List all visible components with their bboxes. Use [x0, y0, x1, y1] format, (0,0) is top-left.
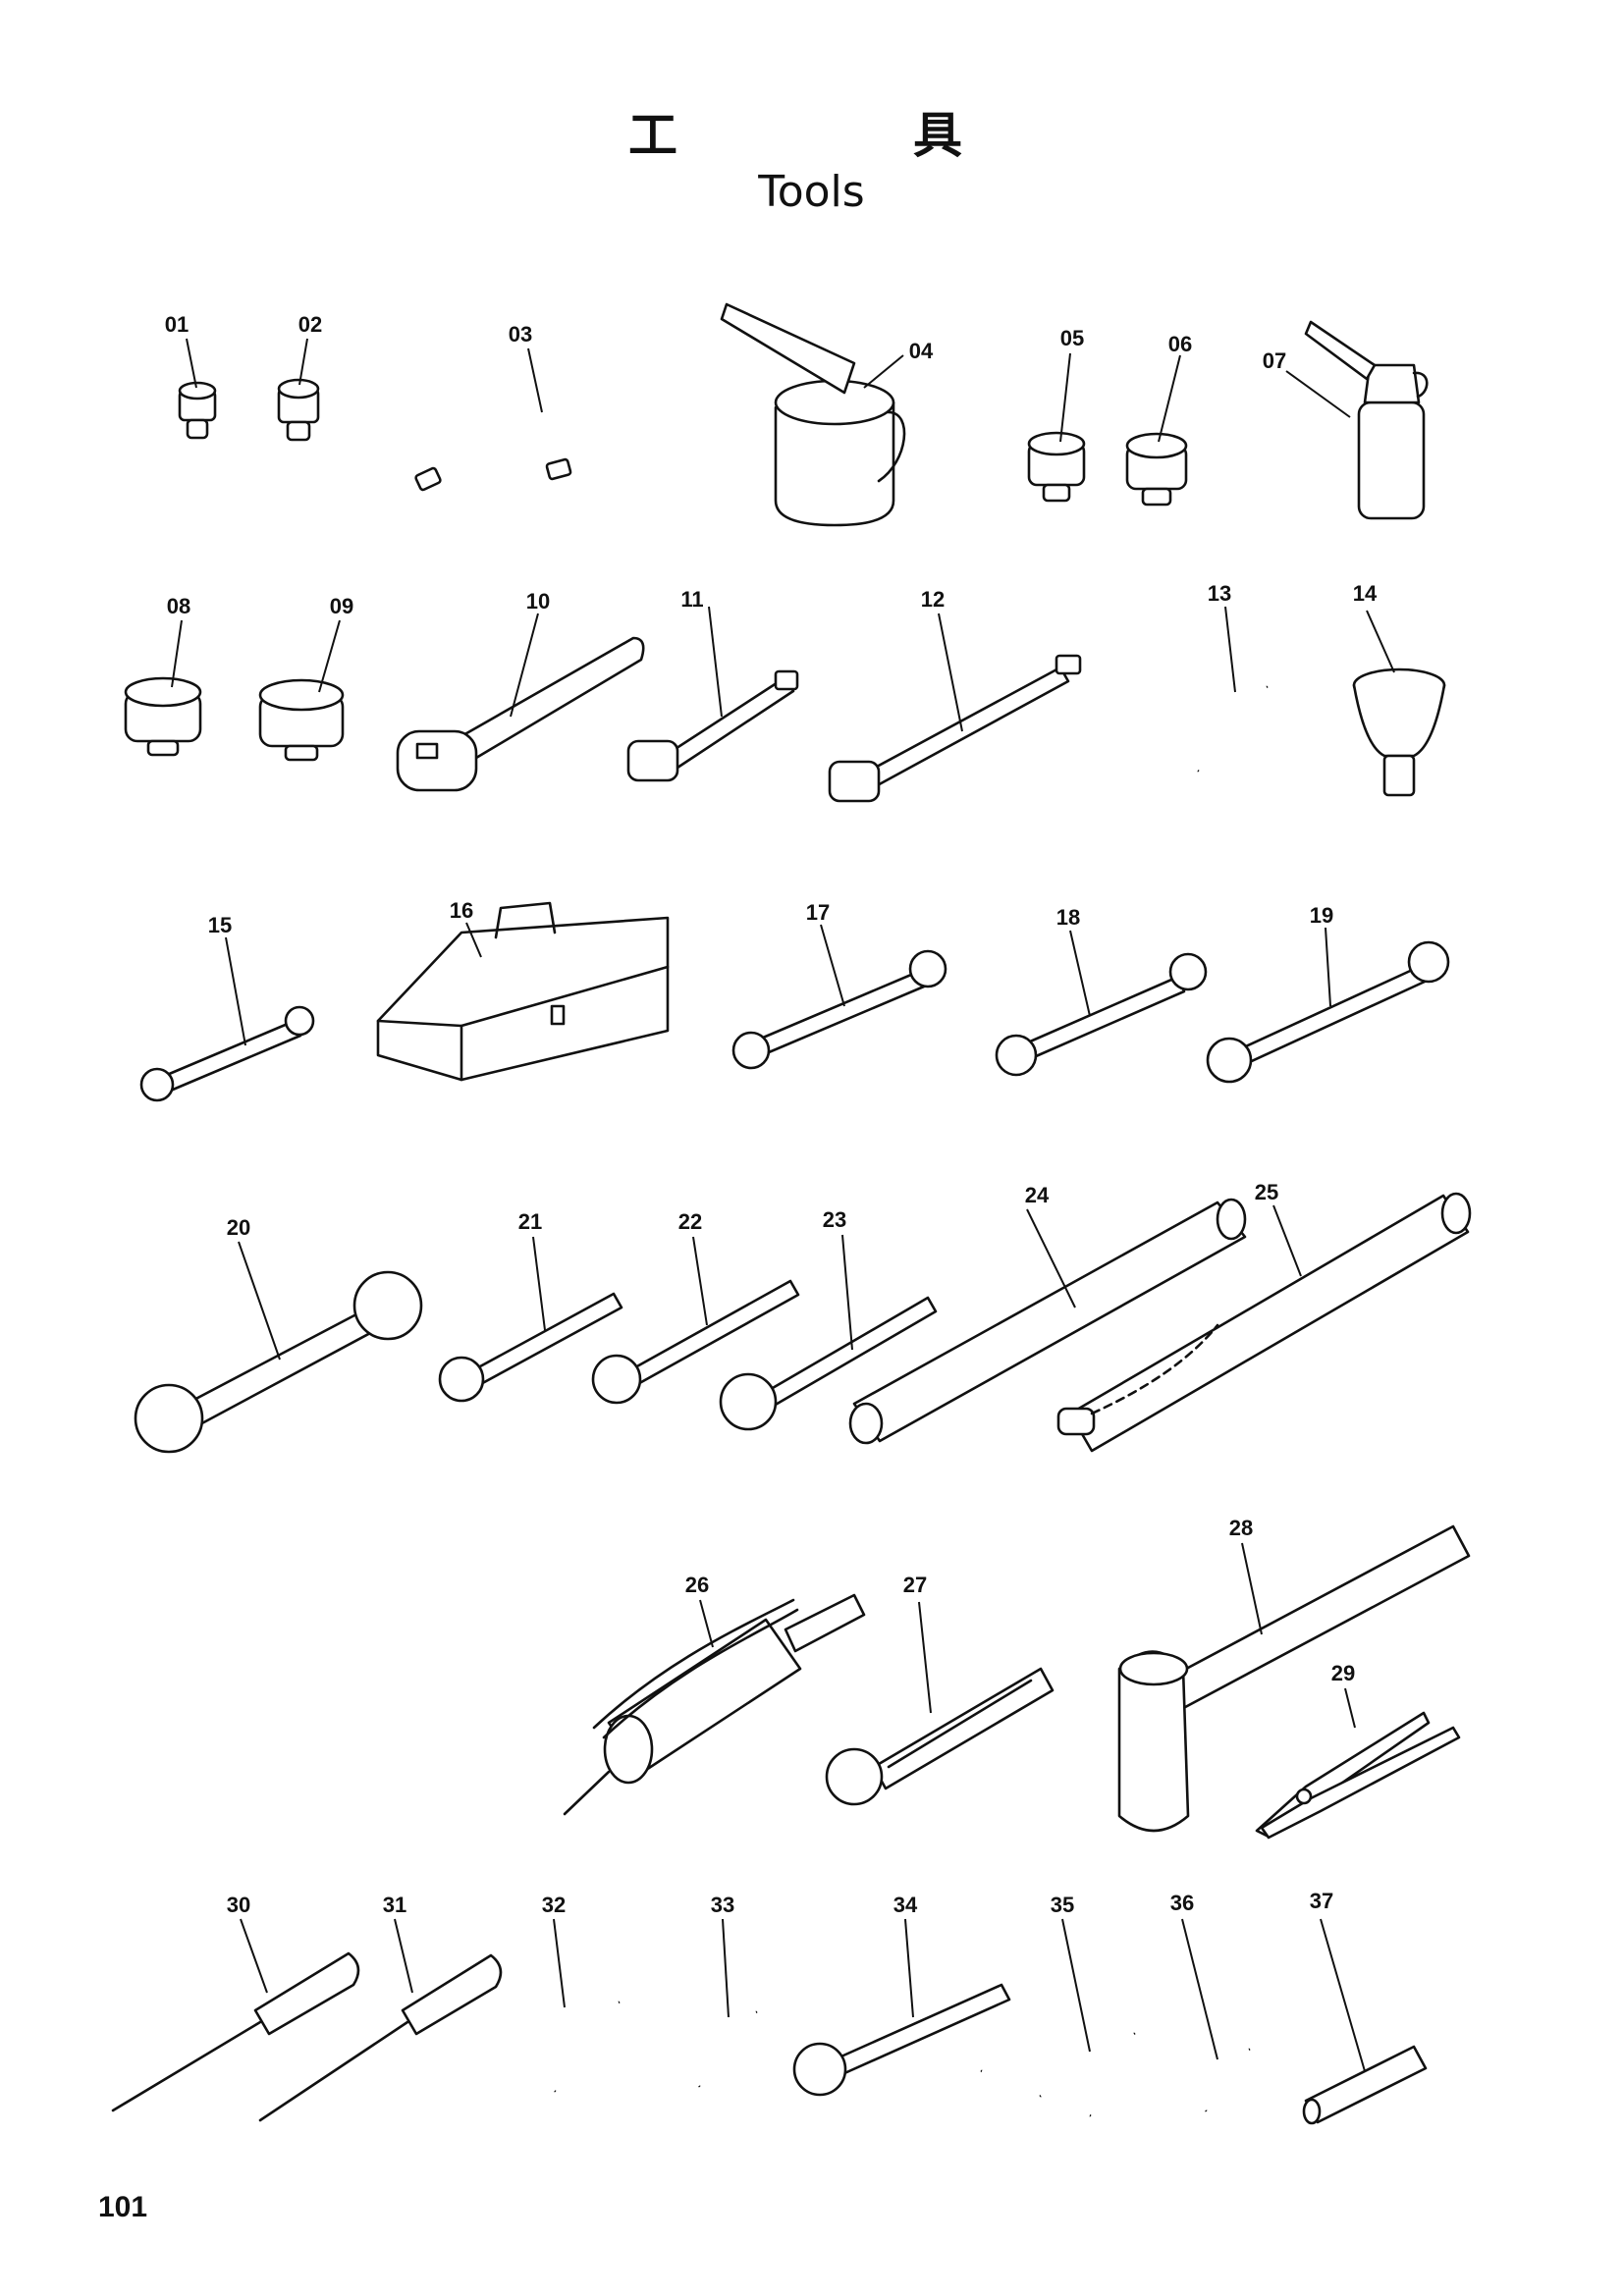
t-handle-wrench-icon	[980, 2031, 1136, 2118]
hex-key-icon	[668, 2009, 758, 2088]
round-bar-icon	[848, 1198, 1247, 1445]
socket-large-icon	[124, 676, 202, 757]
leader-lines	[171, 338, 1395, 2072]
page-number: 101	[98, 2191, 148, 2223]
tube-bar-icon	[1056, 1192, 1472, 1453]
item-number: 31	[383, 1893, 406, 1917]
item-number: 36	[1170, 1891, 1194, 1915]
item-number: 16	[450, 898, 473, 923]
pliers-icon	[1255, 1711, 1461, 1840]
item-number: 15	[208, 913, 232, 937]
item-number: 18	[1056, 905, 1080, 930]
extension-bar-short-icon	[626, 669, 799, 782]
adjustable-wrench-icon	[825, 1667, 1055, 1806]
item-number: 13	[1208, 581, 1231, 606]
item-number: 35	[1051, 1893, 1074, 1917]
pin-bar-icon	[1302, 2045, 1428, 2125]
title-char-2: 具	[913, 107, 962, 164]
item-number: 25	[1255, 1180, 1278, 1204]
item-number: 27	[903, 1573, 927, 1597]
item-number: 07	[1263, 348, 1286, 373]
socket-medium-icon	[1027, 431, 1086, 503]
funnel-icon	[1352, 667, 1446, 797]
single-end-wrench-icon	[719, 1296, 938, 1431]
item-number: 20	[227, 1215, 250, 1240]
item-numbers: 01 02 03 04 05 06 07 08 09 10 11 12 13 1…	[165, 312, 1378, 1917]
item-number: 08	[167, 594, 190, 618]
item-number: 01	[165, 312, 189, 337]
item-number: 06	[1168, 332, 1192, 356]
open-end-wrench-icon	[995, 952, 1208, 1077]
grease-gun-icon	[563, 1593, 866, 1816]
item-number: 34	[893, 1893, 918, 1917]
tool-box-icon	[376, 901, 670, 1082]
extension-bar-long-icon	[828, 654, 1082, 803]
item-number: 02	[298, 312, 322, 337]
item-number: 19	[1310, 903, 1333, 928]
item-number: 28	[1229, 1516, 1253, 1540]
item-number: 32	[542, 1893, 566, 1917]
item-number: 26	[685, 1573, 709, 1597]
item-number: 03	[509, 322, 532, 347]
page-title: Tools	[758, 167, 865, 217]
item-number: 33	[711, 1893, 734, 1917]
title-char-1: 工	[628, 107, 677, 164]
socket-medium-icon	[1125, 432, 1188, 507]
item-number: 24	[1025, 1183, 1050, 1207]
hex-key-icon	[1151, 683, 1269, 774]
oil-can-jug-icon	[720, 302, 906, 527]
item-number: 11	[680, 587, 703, 612]
item-number: 05	[1060, 326, 1084, 350]
item-number: 30	[227, 1893, 250, 1917]
hammer-icon	[1117, 1524, 1471, 1833]
socket-small-icon	[178, 381, 217, 440]
item-number: 10	[526, 589, 550, 614]
flexible-hose-icon	[414, 417, 643, 492]
open-end-wrench-icon	[139, 1005, 315, 1102]
page-title-cjk: 工 具	[0, 106, 1623, 165]
socket-small-icon	[277, 378, 320, 442]
item-number: 22	[678, 1209, 702, 1234]
item-number: 21	[518, 1209, 542, 1234]
socket-large-icon	[258, 678, 345, 762]
item-number: 14	[1353, 581, 1378, 606]
item-number: 12	[921, 587, 945, 612]
item-number: 04	[909, 339, 934, 363]
item-number: 17	[806, 900, 830, 925]
large-open-end-wrench-icon	[134, 1270, 423, 1454]
screwdriver-icon	[111, 1951, 360, 2112]
open-end-wrench-icon	[731, 949, 947, 1070]
hex-key-icon	[503, 1999, 621, 2094]
single-end-wrench-icon	[591, 1279, 800, 1405]
single-end-wrench-icon	[792, 1983, 1011, 2097]
screwdriver-icon	[258, 1953, 503, 2122]
single-end-wrench-icon	[438, 1292, 623, 1403]
hex-key-icon	[1178, 2047, 1251, 2112]
oiler-bottle-icon	[1304, 320, 1429, 520]
item-number: 37	[1310, 1889, 1333, 1913]
ratchet-handle-icon	[396, 636, 645, 792]
item-number: 09	[330, 594, 353, 618]
item-number: 29	[1331, 1661, 1355, 1685]
open-end-wrench-icon	[1206, 940, 1450, 1084]
item-number: 23	[823, 1207, 846, 1232]
